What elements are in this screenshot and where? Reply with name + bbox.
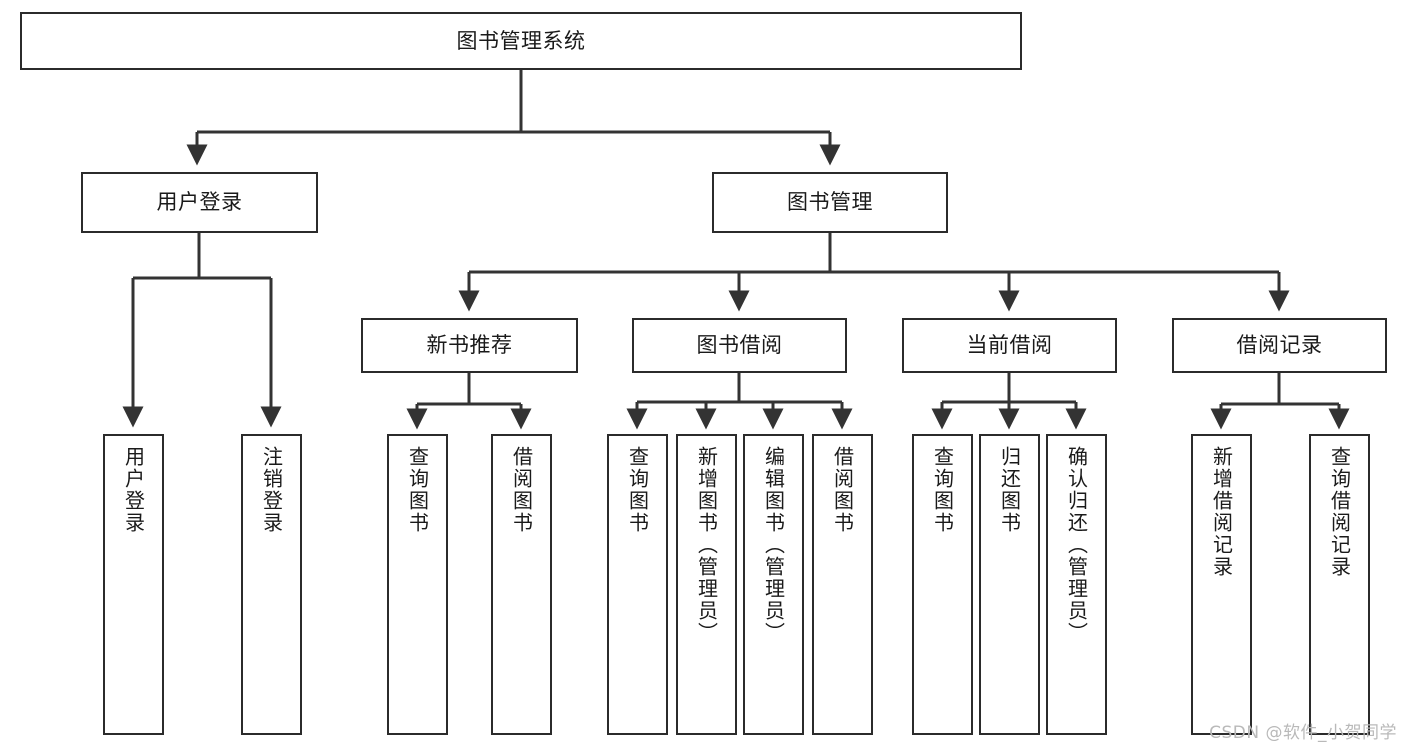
node-leaf-label: 新增图书（管理员） <box>694 446 719 644</box>
node-leaf-label: 查询图书 <box>405 446 430 534</box>
node-leaf-label: 编辑图书（管理员） <box>761 446 786 644</box>
node-leaf-label: 借阅图书 <box>830 446 855 534</box>
node-borrow-record-label: 借阅记录 <box>1236 333 1323 358</box>
node-book-manage-label: 图书管理 <box>787 190 873 215</box>
node-leaf-label: 查询借阅记录 <box>1327 446 1352 578</box>
node-leaf-label: 注销登录 <box>259 446 284 534</box>
node-book-borrow-label: 图书借阅 <box>696 333 783 358</box>
node-borrow-record[interactable]: 借阅记录 <box>1172 318 1387 373</box>
node-leaf-label: 归还图书 <box>997 446 1022 534</box>
node-leaf-bookborrow-borrow-book[interactable]: 借阅图书 <box>812 434 873 735</box>
node-leaf-currentborrow-return-book[interactable]: 归还图书 <box>979 434 1040 735</box>
node-leaf-user-login-logout[interactable]: 注销登录 <box>241 434 302 735</box>
node-user-login[interactable]: 用户登录 <box>81 172 318 233</box>
node-current-borrow-label: 当前借阅 <box>966 333 1053 358</box>
node-new-book-recommend[interactable]: 新书推荐 <box>361 318 578 373</box>
node-new-book-recommend-label: 新书推荐 <box>426 333 513 358</box>
node-leaf-label: 借阅图书 <box>509 446 534 534</box>
node-leaf-borrowrecord-add-record[interactable]: 新增借阅记录 <box>1191 434 1252 735</box>
node-leaf-borrowrecord-query-record[interactable]: 查询借阅记录 <box>1309 434 1370 735</box>
node-book-manage[interactable]: 图书管理 <box>712 172 948 233</box>
node-book-borrow[interactable]: 图书借阅 <box>632 318 847 373</box>
node-leaf-bookborrow-query-book[interactable]: 查询图书 <box>607 434 668 735</box>
node-leaf-currentborrow-query-book[interactable]: 查询图书 <box>912 434 973 735</box>
node-user-login-label: 用户登录 <box>156 190 243 215</box>
node-leaf-bookborrow-add-book[interactable]: 新增图书（管理员） <box>676 434 737 735</box>
node-root-system[interactable]: 图书管理系统 <box>20 12 1022 70</box>
node-leaf-newbook-borrow-book[interactable]: 借阅图书 <box>491 434 552 735</box>
node-leaf-label: 用户登录 <box>121 446 146 534</box>
node-leaf-bookborrow-edit-book[interactable]: 编辑图书（管理员） <box>743 434 804 735</box>
node-leaf-label: 确认归还（管理员） <box>1064 446 1089 644</box>
node-current-borrow[interactable]: 当前借阅 <box>902 318 1117 373</box>
node-leaf-currentborrow-confirm-return[interactable]: 确认归还（管理员） <box>1046 434 1107 735</box>
node-leaf-user-login-login[interactable]: 用户登录 <box>103 434 164 735</box>
node-root-system-label: 图书管理系统 <box>456 28 586 53</box>
node-leaf-label: 查询图书 <box>625 446 650 534</box>
node-leaf-newbook-query-book[interactable]: 查询图书 <box>387 434 448 735</box>
node-leaf-label: 新增借阅记录 <box>1209 446 1234 578</box>
node-leaf-label: 查询图书 <box>930 446 955 534</box>
